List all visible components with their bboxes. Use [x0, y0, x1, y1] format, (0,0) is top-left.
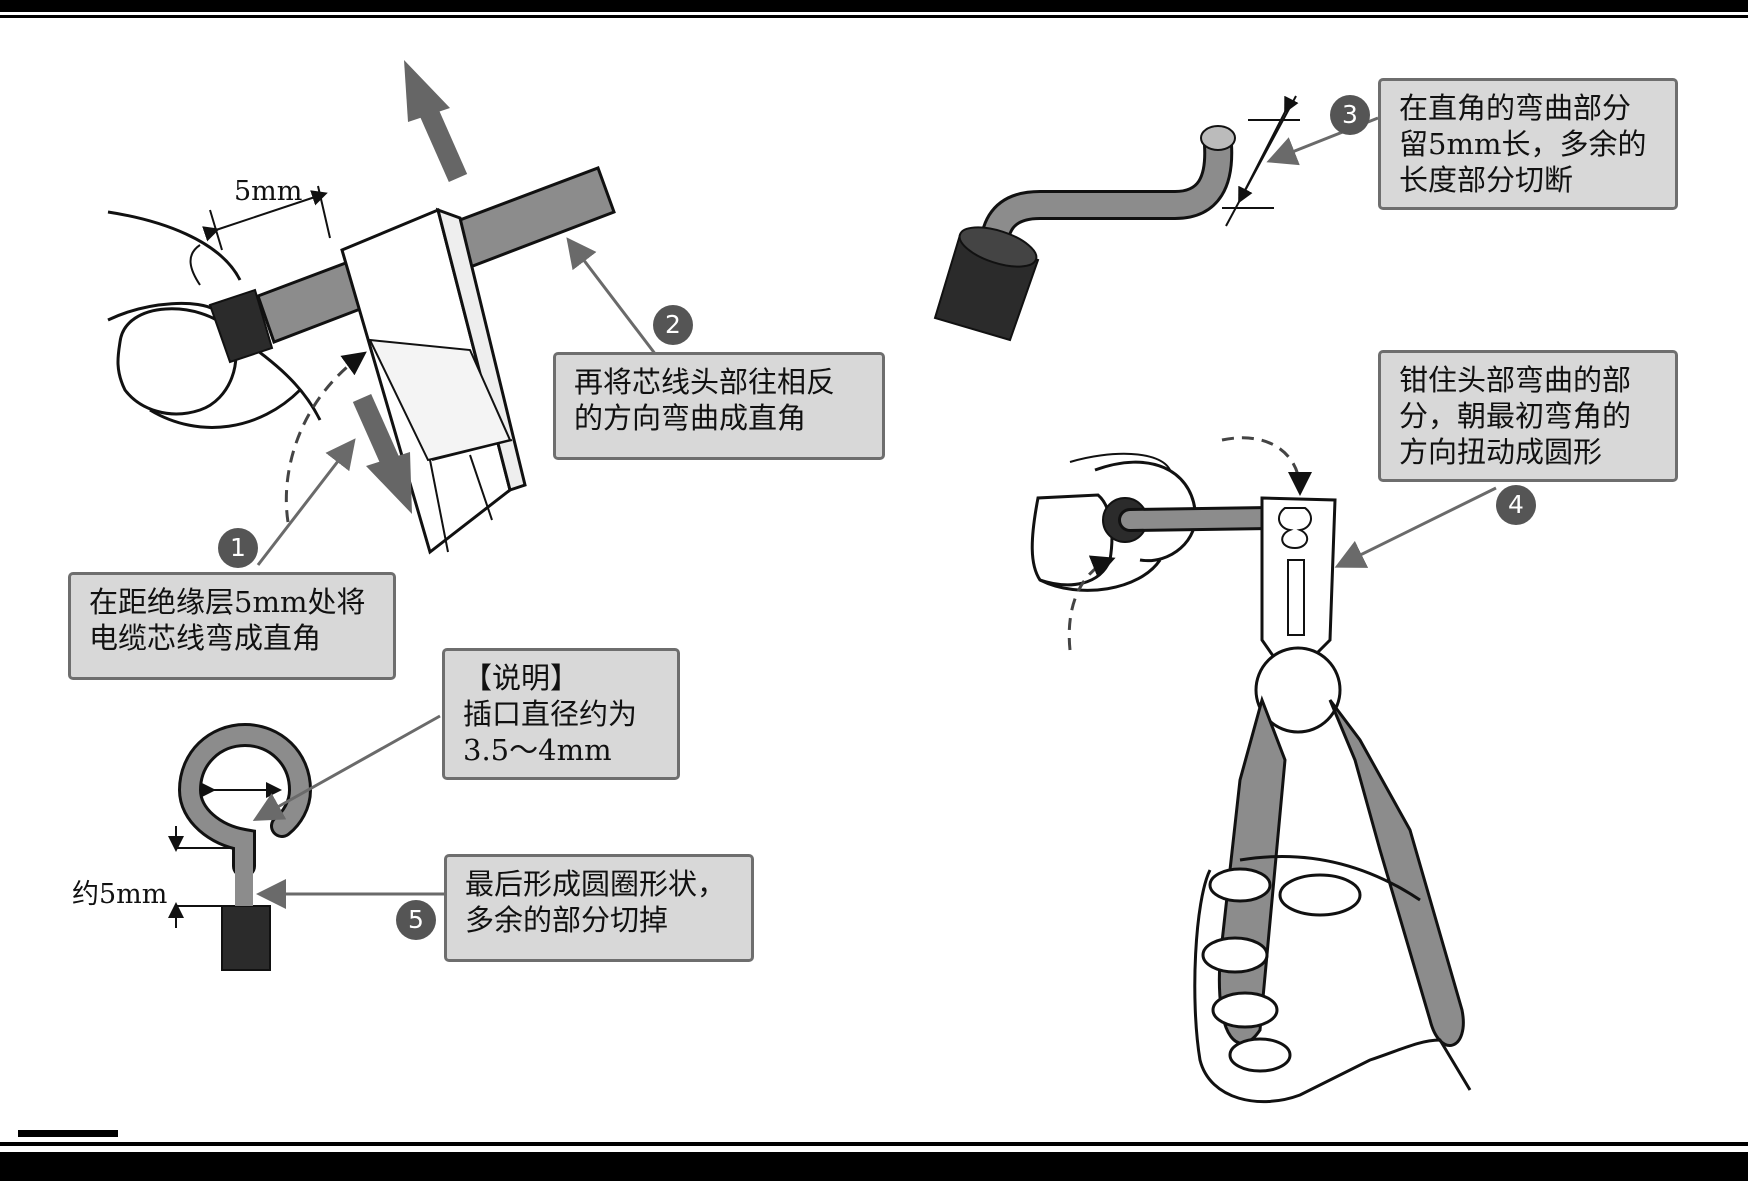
bend-direction-arrows — [352, 60, 468, 514]
step1-line2: 电缆芯线弯成直角 — [89, 621, 322, 655]
step-badge-4: 4 — [1496, 485, 1536, 525]
strip-length-dimension — [202, 185, 331, 251]
loop-insulation — [221, 905, 271, 971]
top-border-thick — [0, 0, 1748, 12]
bottom-border-short — [18, 1130, 118, 1137]
bottom-border-thick — [0, 1152, 1748, 1181]
step3-line2: 留5mm长，多余的 — [1399, 127, 1647, 161]
step5-loop-illustration — [168, 722, 313, 971]
dashed-rotation-arrow — [284, 351, 367, 523]
loop-height-label: 约5mm — [72, 879, 168, 910]
step1-callout: 在距绝缘层5mm处将 电缆芯线弯成直角 — [68, 572, 396, 680]
step3-line1: 在直角的弯曲部分 — [1399, 91, 1632, 125]
step2-callout: 再将芯线头部往相反 的方向弯曲成直角 — [553, 352, 885, 460]
step1-bending-illustration — [107, 60, 616, 555]
hand-outline — [107, 210, 242, 416]
pliers-jaw — [340, 207, 527, 555]
step-badge-1: 1 — [218, 528, 258, 568]
step5-callout: 最后形成圆圈形状， 多余的部分切掉 — [444, 854, 754, 962]
step-badge-3: 3 — [1330, 95, 1370, 135]
step5-line1: 最后形成圆圈形状， — [465, 867, 727, 901]
strip-length-label: 5mm — [234, 176, 303, 207]
step3-cut-illustration — [933, 95, 1300, 342]
step3-callout: 在直角的弯曲部分 留5mm长，多余的 长度部分切断 — [1378, 78, 1678, 210]
bottom-border-thin — [0, 1142, 1748, 1146]
note-title: 【说明】 — [463, 661, 580, 695]
step5-line2: 多余的部分切掉 — [465, 903, 669, 937]
step1-line1: 在距绝缘层5mm处将 — [89, 585, 366, 619]
pliers-handle-right — [1328, 699, 1465, 1047]
step-badge-2: 2 — [653, 305, 693, 345]
step3-line3: 长度部分切断 — [1399, 163, 1574, 197]
step4-line1: 钳住头部弯曲的部 — [1399, 363, 1632, 397]
top-border-thin — [0, 15, 1748, 18]
step4-line2: 分，朝最初弯角的 — [1399, 399, 1632, 433]
fingertip — [1030, 493, 1114, 587]
note-line1: 插口直径约为 — [463, 697, 638, 731]
note-callout: 【说明】 插口直径约为 3.5～4mm — [442, 648, 680, 780]
callout-leaders — [252, 116, 1497, 909]
step4-line3: 方向扭动成圆形 — [1399, 435, 1603, 469]
step4-callout: 钳住头部弯曲的部 分，朝最初弯角的 方向扭动成圆形 — [1378, 350, 1678, 482]
insulation-sleeve — [208, 288, 274, 364]
step2-line1: 再将芯线头部往相反 — [574, 365, 836, 399]
pliers-pivot — [1254, 646, 1342, 734]
step4-pliers-illustration — [1030, 436, 1472, 1103]
gripping-hand — [1193, 854, 1472, 1103]
step2-line2: 的方向弯曲成直角 — [574, 401, 807, 435]
step-badge-5: 5 — [396, 900, 436, 940]
note-line2: 3.5～4mm — [463, 733, 612, 767]
